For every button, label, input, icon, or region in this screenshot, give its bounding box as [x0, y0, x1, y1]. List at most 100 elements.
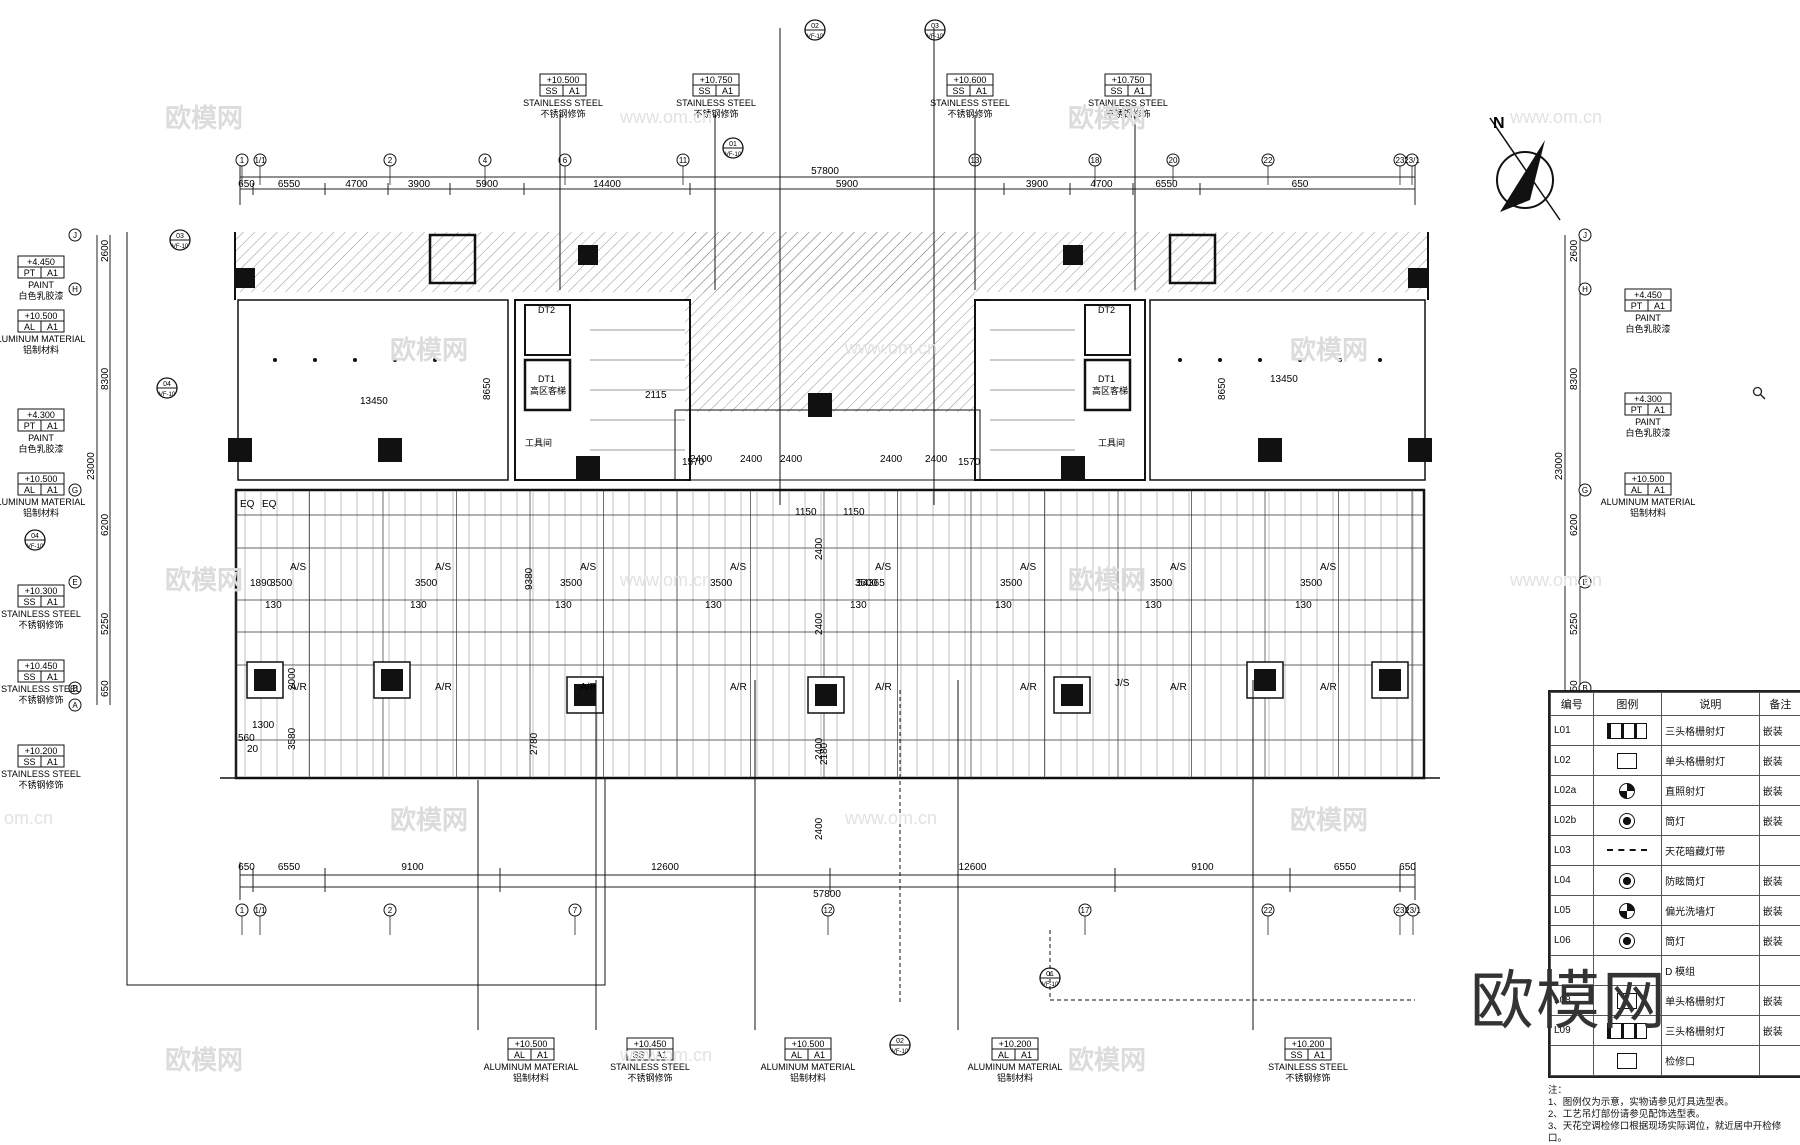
- legend-note: [1759, 836, 1800, 866]
- section-sheet: VF-10: [27, 544, 44, 550]
- left-dim-segment: 8300: [100, 367, 111, 390]
- as-label: A/S: [1320, 562, 1336, 573]
- tag-code: AL: [24, 485, 35, 495]
- dot-fixture-icon: [1619, 933, 1635, 949]
- legend-description: 三头格栅射灯: [1662, 716, 1760, 746]
- legend-note: 嵌装: [1759, 716, 1800, 746]
- dash-fixture-icon: [1607, 849, 1647, 851]
- left-dim-segment: 5250: [100, 612, 111, 635]
- legend-symbol-cell: [1593, 866, 1661, 896]
- tag-ref: A1: [47, 757, 58, 767]
- downlight-dot: [1178, 358, 1182, 362]
- right-dim-segment: 8300: [1569, 367, 1580, 390]
- as-label: A/S: [290, 562, 306, 573]
- watermark-small: 欧模网: [1290, 330, 1368, 367]
- tag-ref: A1: [47, 421, 58, 431]
- legend-description: 单头格栅射灯: [1662, 986, 1760, 1016]
- watermark-small: 欧模网: [1290, 800, 1368, 837]
- tag-elevation: +4.300: [1634, 394, 1662, 404]
- dim-8650-right: 8650: [1217, 377, 1228, 400]
- left-axis-label: J: [73, 231, 77, 240]
- tag-ref: A1: [1314, 1050, 1325, 1060]
- section-markers: 02VF-1003VF-1001VF-1003VF-1004VF-1004VF-…: [25, 20, 1060, 1055]
- right-axis-label: J: [1583, 231, 1587, 240]
- tag-en: PAINT: [28, 433, 54, 443]
- tag-en: STAINLESS STEEL: [523, 98, 603, 108]
- fixture-core: [815, 684, 837, 706]
- legend-description: 天花暗藏灯带: [1662, 836, 1760, 866]
- tag-en: ALUMINUM MATERIAL: [761, 1062, 856, 1072]
- left-dim-segment: 650: [100, 680, 111, 697]
- top-dim-segment: 5900: [476, 179, 499, 190]
- tag-code: PT: [1631, 405, 1643, 415]
- bottom-dim-segment: 12600: [959, 862, 987, 873]
- tag-elevation: +10.200: [25, 746, 58, 756]
- dim-1300: 1300: [252, 720, 275, 731]
- downlight-dot: [1218, 358, 1222, 362]
- column-block: [378, 438, 402, 462]
- tag-cn: 不锈钢修饰: [947, 108, 992, 119]
- legend-description: 筒灯: [1662, 806, 1760, 836]
- ar-label: A/R: [1020, 682, 1037, 693]
- dot-fixture-icon: [1619, 873, 1635, 889]
- dim-3500: 3500: [1000, 578, 1023, 589]
- dim-13450-left: 13450: [360, 396, 388, 407]
- tag-code: SS: [545, 86, 557, 96]
- legend-symbol-cell: [1593, 776, 1661, 806]
- bottom-dim-segment: 650: [1399, 862, 1416, 873]
- right-dim-total: 23000: [1554, 452, 1565, 480]
- legend-header-2: 说明: [1662, 693, 1760, 716]
- legend-description: 防眩筒灯: [1662, 866, 1760, 896]
- eq-right: EQ: [262, 499, 277, 510]
- top-dim-segment: 5900: [836, 179, 859, 190]
- tag-code: PT: [24, 268, 36, 278]
- legend-code: [1551, 1046, 1594, 1076]
- tag-en: ALUMINUM MATERIAL: [1601, 497, 1696, 507]
- right-axis-label: H: [1582, 285, 1588, 294]
- search-icon[interactable]: [1752, 386, 1766, 400]
- dim-3580: 3580: [287, 727, 298, 750]
- quad-fixture-icon: [1619, 903, 1635, 919]
- section-number: 04: [31, 533, 39, 540]
- legend-description: 检修口: [1662, 1046, 1760, 1076]
- top-axis-label: 1/1: [254, 156, 266, 165]
- legend-note: [1759, 1046, 1800, 1076]
- as-label: A/S: [1170, 562, 1186, 573]
- left-axis-label: A: [72, 701, 78, 710]
- legend-description: 单头格栅射灯: [1662, 746, 1760, 776]
- dim-130: 130: [1295, 600, 1312, 611]
- dim-2400-v: 2400: [814, 817, 825, 840]
- as-label: A/S: [1020, 562, 1036, 573]
- column-block: [1063, 245, 1083, 265]
- bottom-axis-label: 7: [573, 906, 578, 915]
- dim-2780: 2780: [529, 732, 540, 755]
- legend-note: 嵌装: [1759, 1016, 1800, 1046]
- watermark-small: 欧模网: [165, 1040, 243, 1077]
- tag-en: LUMINUM MATERIAL: [0, 497, 85, 507]
- tag-elevation: +10.300: [25, 586, 58, 596]
- box-fixture-icon: [1617, 1053, 1637, 1069]
- dim-2400: 2400: [780, 454, 803, 465]
- bottom-axis-label: 1: [240, 906, 245, 915]
- legend-code: L01: [1551, 716, 1594, 746]
- left-dim-segment: 2600: [100, 239, 111, 262]
- legend-code: L02b: [1551, 806, 1594, 836]
- bottom-dim-segment: 9100: [1191, 862, 1214, 873]
- top-dim-segment: 14400: [593, 179, 621, 190]
- legend-description: D 模组: [1662, 956, 1760, 986]
- section-number: 03: [176, 233, 184, 240]
- legend-note: 嵌装: [1759, 866, 1800, 896]
- legend-code: L02a: [1551, 776, 1594, 806]
- dim-2400: 2400: [880, 454, 903, 465]
- right-dim-segment: 6200: [1569, 513, 1580, 536]
- watermark-small: 欧模网: [390, 800, 468, 837]
